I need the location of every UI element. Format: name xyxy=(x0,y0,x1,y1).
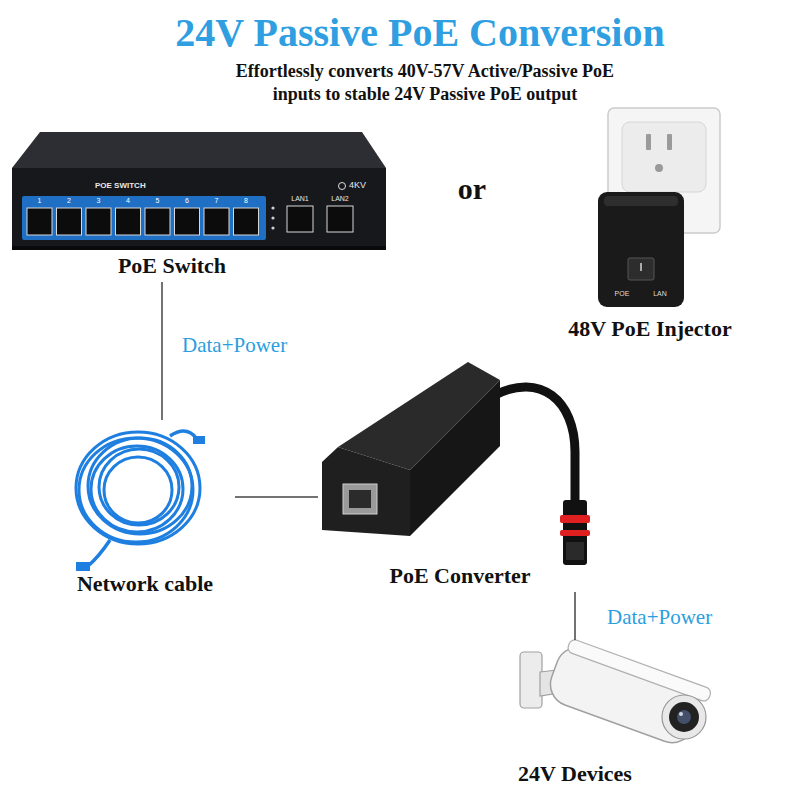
panel-marking: 5 xyxy=(156,197,160,205)
poe-switch-illustration-part xyxy=(271,216,274,219)
panel-marking: 7 xyxy=(215,197,219,205)
device-label: 48V PoE Injector xyxy=(568,316,731,341)
panel-marking: POE xyxy=(615,290,630,298)
poe-switch-illustration-part xyxy=(57,208,82,235)
camera-illustration-part-part xyxy=(566,638,712,702)
poe-injector-illustration-part xyxy=(628,258,654,280)
panel-marking: LAN1 xyxy=(291,195,309,203)
panel-marking: LAN2 xyxy=(331,195,349,203)
network-cable-illustration-part xyxy=(91,446,183,532)
poe-switch-illustration-part xyxy=(12,246,386,250)
connector-line xyxy=(235,496,318,498)
poe-converter-illustration-part xyxy=(495,387,575,505)
poe-injector-illustration-part xyxy=(598,192,684,307)
network-cable-illustration-part xyxy=(76,432,200,544)
connector-word: or xyxy=(458,172,486,207)
network-cable-illustration-part xyxy=(88,540,110,566)
network-cable-illustration-part xyxy=(79,438,193,542)
poe-switch-illustration-part xyxy=(271,226,274,229)
network-cable-illustration xyxy=(76,431,205,571)
connector-line xyxy=(161,282,163,420)
poe-switch-illustration-part xyxy=(204,208,229,235)
device-node: Network cable xyxy=(60,420,235,600)
device-label: Network cable xyxy=(77,571,213,596)
connector-label: Data+Power xyxy=(605,605,714,629)
poe-converter-illustration-part xyxy=(560,530,590,536)
poe-switch-illustration-part xyxy=(327,206,353,232)
poe-injector-illustration-part xyxy=(604,196,678,206)
network-cable-illustration-part xyxy=(104,457,172,523)
panel-marking: 2 xyxy=(67,197,71,205)
camera-illustration-part xyxy=(679,712,683,716)
camera-illustration-part xyxy=(544,636,712,750)
poe-injector-illustration xyxy=(598,108,720,307)
connector-label: Data+Power xyxy=(180,333,289,357)
device-node: PoE Converter xyxy=(318,352,598,592)
poe-converter-illustration-part xyxy=(410,380,500,536)
network-cable-illustration-part xyxy=(193,436,205,444)
poe-switch-illustration-part xyxy=(116,208,141,235)
poe-converter-illustration-part xyxy=(343,484,377,514)
device-label: PoE Converter xyxy=(389,563,530,588)
network-cable-illustration-part xyxy=(99,449,179,525)
poe-switch-illustration-part xyxy=(86,208,111,235)
panel-marking: LAN xyxy=(653,290,667,298)
panel-marking: 8 xyxy=(244,197,248,205)
camera-illustration-part xyxy=(520,652,542,708)
poe-switch-illustration-part xyxy=(27,208,52,235)
poe-switch-illustration-part xyxy=(271,206,274,209)
network-cable-illustration-part xyxy=(88,438,192,534)
poe-injector-illustration-part xyxy=(646,134,651,150)
poe-converter-illustration-part xyxy=(566,542,584,560)
camera-illustration-part xyxy=(662,695,706,739)
poe-converter-illustration xyxy=(322,362,590,565)
device-label: PoE Switch xyxy=(118,253,226,278)
poe-switch-illustration-part xyxy=(234,208,259,235)
device-label: 24V Devices xyxy=(518,761,632,786)
connector-line xyxy=(574,592,576,640)
poe-injector-illustration-part xyxy=(655,164,663,172)
poe-switch-illustration-part xyxy=(287,206,313,232)
poe-converter-illustration-part xyxy=(349,490,371,508)
poe-injector-illustration-part xyxy=(667,134,672,150)
poe-switch-illustration-part xyxy=(339,183,346,190)
panel-marking: 1 xyxy=(38,197,42,205)
panel-marking: POE SWITCH xyxy=(95,181,146,190)
poe-converter-illustration-part xyxy=(322,447,410,536)
subtitle: Effortlessly converts 40V-57V Active/Pas… xyxy=(215,60,635,107)
poe-switch-illustration-part xyxy=(22,196,266,240)
camera-illustration-part xyxy=(677,710,691,724)
network-cable-illustration-part xyxy=(170,431,196,438)
camera-illustration-part xyxy=(669,702,699,732)
poe-converter-illustration-part xyxy=(560,515,590,523)
poe-switch-illustration-part xyxy=(175,208,200,235)
poe-switch-illustration-part xyxy=(12,168,386,248)
panel-marking: 3 xyxy=(97,197,101,205)
diagram-title: 24V Passive PoE Conversion xyxy=(40,10,800,56)
panel-marking: 4 xyxy=(126,197,130,205)
camera-illustration xyxy=(520,636,712,750)
poe-switch-illustration-part xyxy=(12,132,386,168)
poe-injector-illustration-part xyxy=(640,263,642,271)
device-node: 48V PoE Injector xyxy=(560,105,740,345)
poe-injector-illustration-part xyxy=(622,122,706,192)
poe-switch-illustration xyxy=(12,132,386,250)
panel-marking: 4KV xyxy=(349,180,366,190)
poe-switch-illustration-part xyxy=(145,208,170,235)
device-node: 24V Devices xyxy=(515,640,710,790)
panel-marking: 6 xyxy=(185,197,189,205)
device-node: PoE Switch xyxy=(8,125,393,282)
network-cable-illustration-part xyxy=(76,562,90,571)
